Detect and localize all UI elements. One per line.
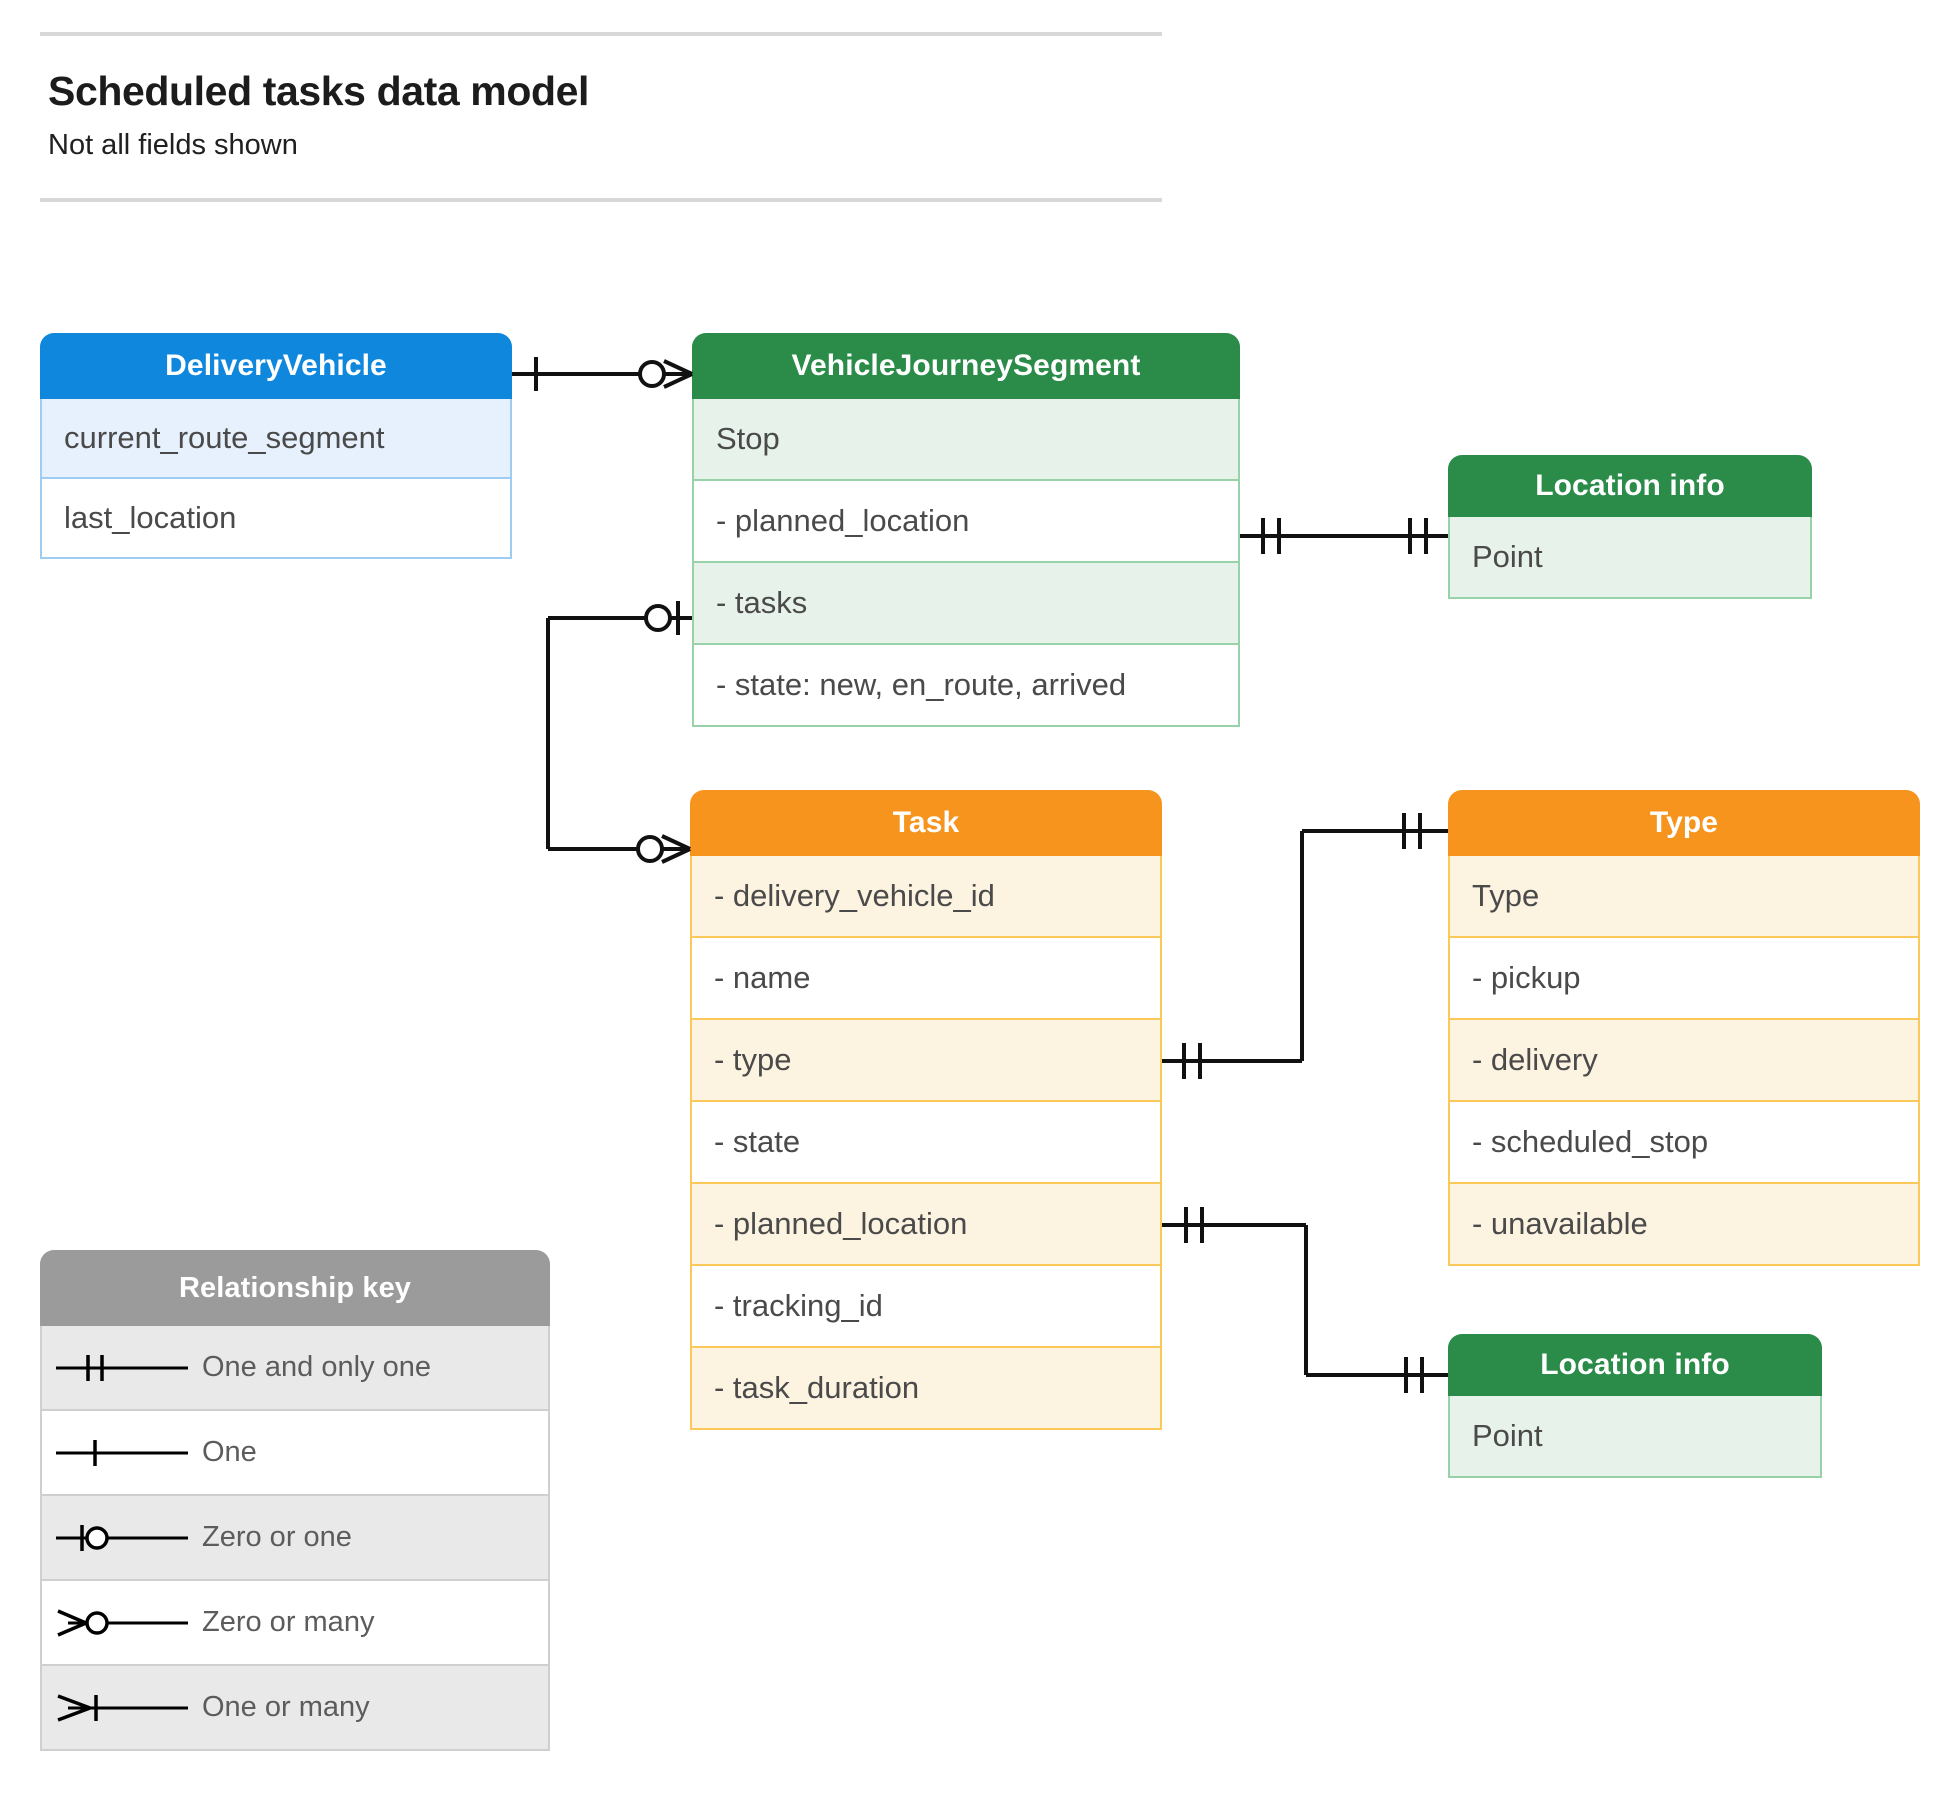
field-point-top: Point [1448,517,1812,599]
one-and-only-one-icon [42,1326,202,1409]
field-state-task: - state [690,1102,1162,1184]
field-planned-location: - planned_location [692,481,1240,563]
field-current-route-segment: current_route_segment [40,399,512,479]
page-title: Scheduled tasks data model [48,68,589,114]
field-point-bottom: Point [1448,1396,1822,1478]
field-type-unavailable: - unavailable [1448,1184,1920,1266]
legend-label-zero-or-one: Zero or one [202,1521,352,1553]
legend-label-one: One [202,1436,257,1468]
entity-location-info-bottom[interactable]: Location info Point [1448,1334,1822,1478]
link-vjs-plannedlocation-locationinfo [1240,518,1448,554]
entity-type[interactable]: Type Type - pickup - delivery - schedule… [1448,790,1920,1266]
legend-relationship-key[interactable]: Relationship key One and only one One [40,1250,550,1751]
legend-item-zero-or-many: Zero or many [40,1581,550,1666]
field-last-location: last_location [40,479,512,559]
one-or-many-icon [42,1666,202,1749]
field-tasks: - tasks [692,563,1240,645]
field-delivery-vehicle-id: - delivery_vehicle_id [690,856,1162,938]
header-divider-bottom [40,198,1162,202]
entity-title-location-info-bottom: Location info [1448,1334,1822,1396]
entity-vehicle-journey-segment[interactable]: VehicleJourneySegment Stop - planned_loc… [692,333,1240,727]
entity-title-type: Type [1448,790,1920,856]
zero-or-one-icon [42,1496,202,1579]
field-type: - type [690,1020,1162,1102]
field-type-name: Type [1448,856,1920,938]
page-subtitle: Not all fields shown [48,129,298,161]
field-type-delivery: - delivery [1448,1020,1920,1102]
field-task-duration: - task_duration [690,1348,1162,1430]
field-type-scheduled-stop: - scheduled_stop [1448,1102,1920,1184]
legend-label-one-or-many: One or many [202,1691,370,1723]
field-tracking-id: - tracking_id [690,1266,1162,1348]
header-divider-top [40,32,1162,36]
one-icon [42,1411,202,1494]
entity-title-vehicle-journey-segment: VehicleJourneySegment [692,333,1240,399]
legend-item-one: One [40,1411,550,1496]
field-planned-location-task: - planned_location [690,1184,1162,1266]
entity-location-info-top[interactable]: Location info Point [1448,455,1812,599]
link-deliveryvehicle-vehiclejourneysegment [512,357,693,391]
legend-title: Relationship key [40,1250,550,1326]
field-name: - name [690,938,1162,1020]
link-vjs-tasks-task [546,601,692,864]
entity-title-location-info-top: Location info [1448,455,1812,517]
entity-title-task: Task [690,790,1162,856]
field-state: - state: new, en_route, arrived [692,645,1240,727]
entity-title-delivery-vehicle: DeliveryVehicle [40,333,512,399]
legend-item-one-and-only-one: One and only one [40,1326,550,1411]
link-task-plannedlocation-locationinfo [1162,1207,1448,1393]
zero-or-many-icon [42,1581,202,1664]
legend-item-zero-or-one: Zero or one [40,1496,550,1581]
legend-label-zero-or-many: Zero or many [202,1606,375,1638]
field-type-pickup: - pickup [1448,938,1920,1020]
link-task-type-type [1162,813,1448,1079]
legend-label-one-and-only-one: One and only one [202,1351,431,1383]
entity-delivery-vehicle[interactable]: DeliveryVehicle current_route_segment la… [40,333,512,559]
field-stop: Stop [692,399,1240,481]
entity-task[interactable]: Task - delivery_vehicle_id - name - type… [690,790,1162,1430]
legend-item-one-or-many: One or many [40,1666,550,1751]
